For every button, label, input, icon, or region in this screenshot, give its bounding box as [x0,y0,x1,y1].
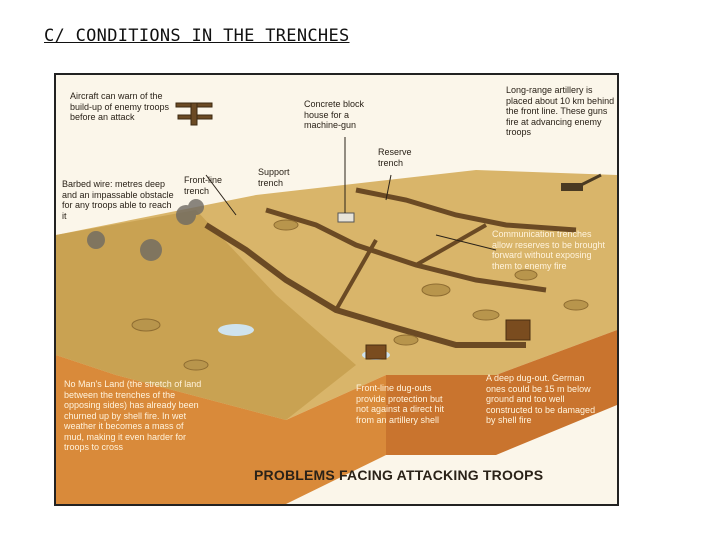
annotation-deep-dugout: A deep dug-out. German ones could be 15 … [486,373,596,425]
annotation-support-trench: Support trench [258,167,290,188]
annotation-reserve-trench: Reserve trench [378,147,412,168]
annotation-barbed-wire: Barbed wire: metres deep and an impassab… [62,179,174,221]
shell-craters [131,219,589,371]
artillery-barrel [580,173,602,187]
communication-trench [415,223,487,267]
front-line-dugout [365,344,387,360]
trench-cutaway-illustration [56,75,617,504]
communication-trench [334,239,378,311]
mud-puddle [218,324,254,336]
annotation-long-range-artillery: Long-range artillery is placed about 10 … [506,85,615,137]
pointer-line [435,234,497,251]
deep-dugout [505,319,531,341]
annotation-communication-trenches: Communication trenches allow reserves to… [492,229,606,271]
slide-title: C/ CONDITIONS IN THE TRENCHES [44,26,350,46]
reserve-trench [355,187,577,233]
concrete-block-house [337,212,355,223]
diagram-footer-title: PROBLEMS FACING ATTACKING TROOPS [254,467,544,483]
no-mans-land-ground [56,210,356,420]
annotation-aircraft: Aircraft can warn of the build-up of ene… [70,91,170,122]
trench-illustration-panel: Aircraft can warn of the build-up of ene… [54,73,619,506]
annotation-no-mans-land: No Man's Land (the stretch of land betwe… [64,379,202,452]
support-trench [265,207,547,293]
annotation-concrete-block-house: Concrete block house for a machine-gun [304,99,365,130]
earth-cutaway-front [56,355,386,504]
shell-smoke [87,199,204,261]
annotation-front-line-trench: Front-line trench [184,175,223,196]
pointer-line [205,174,237,216]
annotation-front-line-dugouts: Front-line dug-outs provide protection b… [356,383,445,425]
earth-cutaway-side [386,330,617,455]
biplane-icon [175,102,213,126]
artillery-gun [561,183,583,191]
pointer-line [385,174,392,201]
